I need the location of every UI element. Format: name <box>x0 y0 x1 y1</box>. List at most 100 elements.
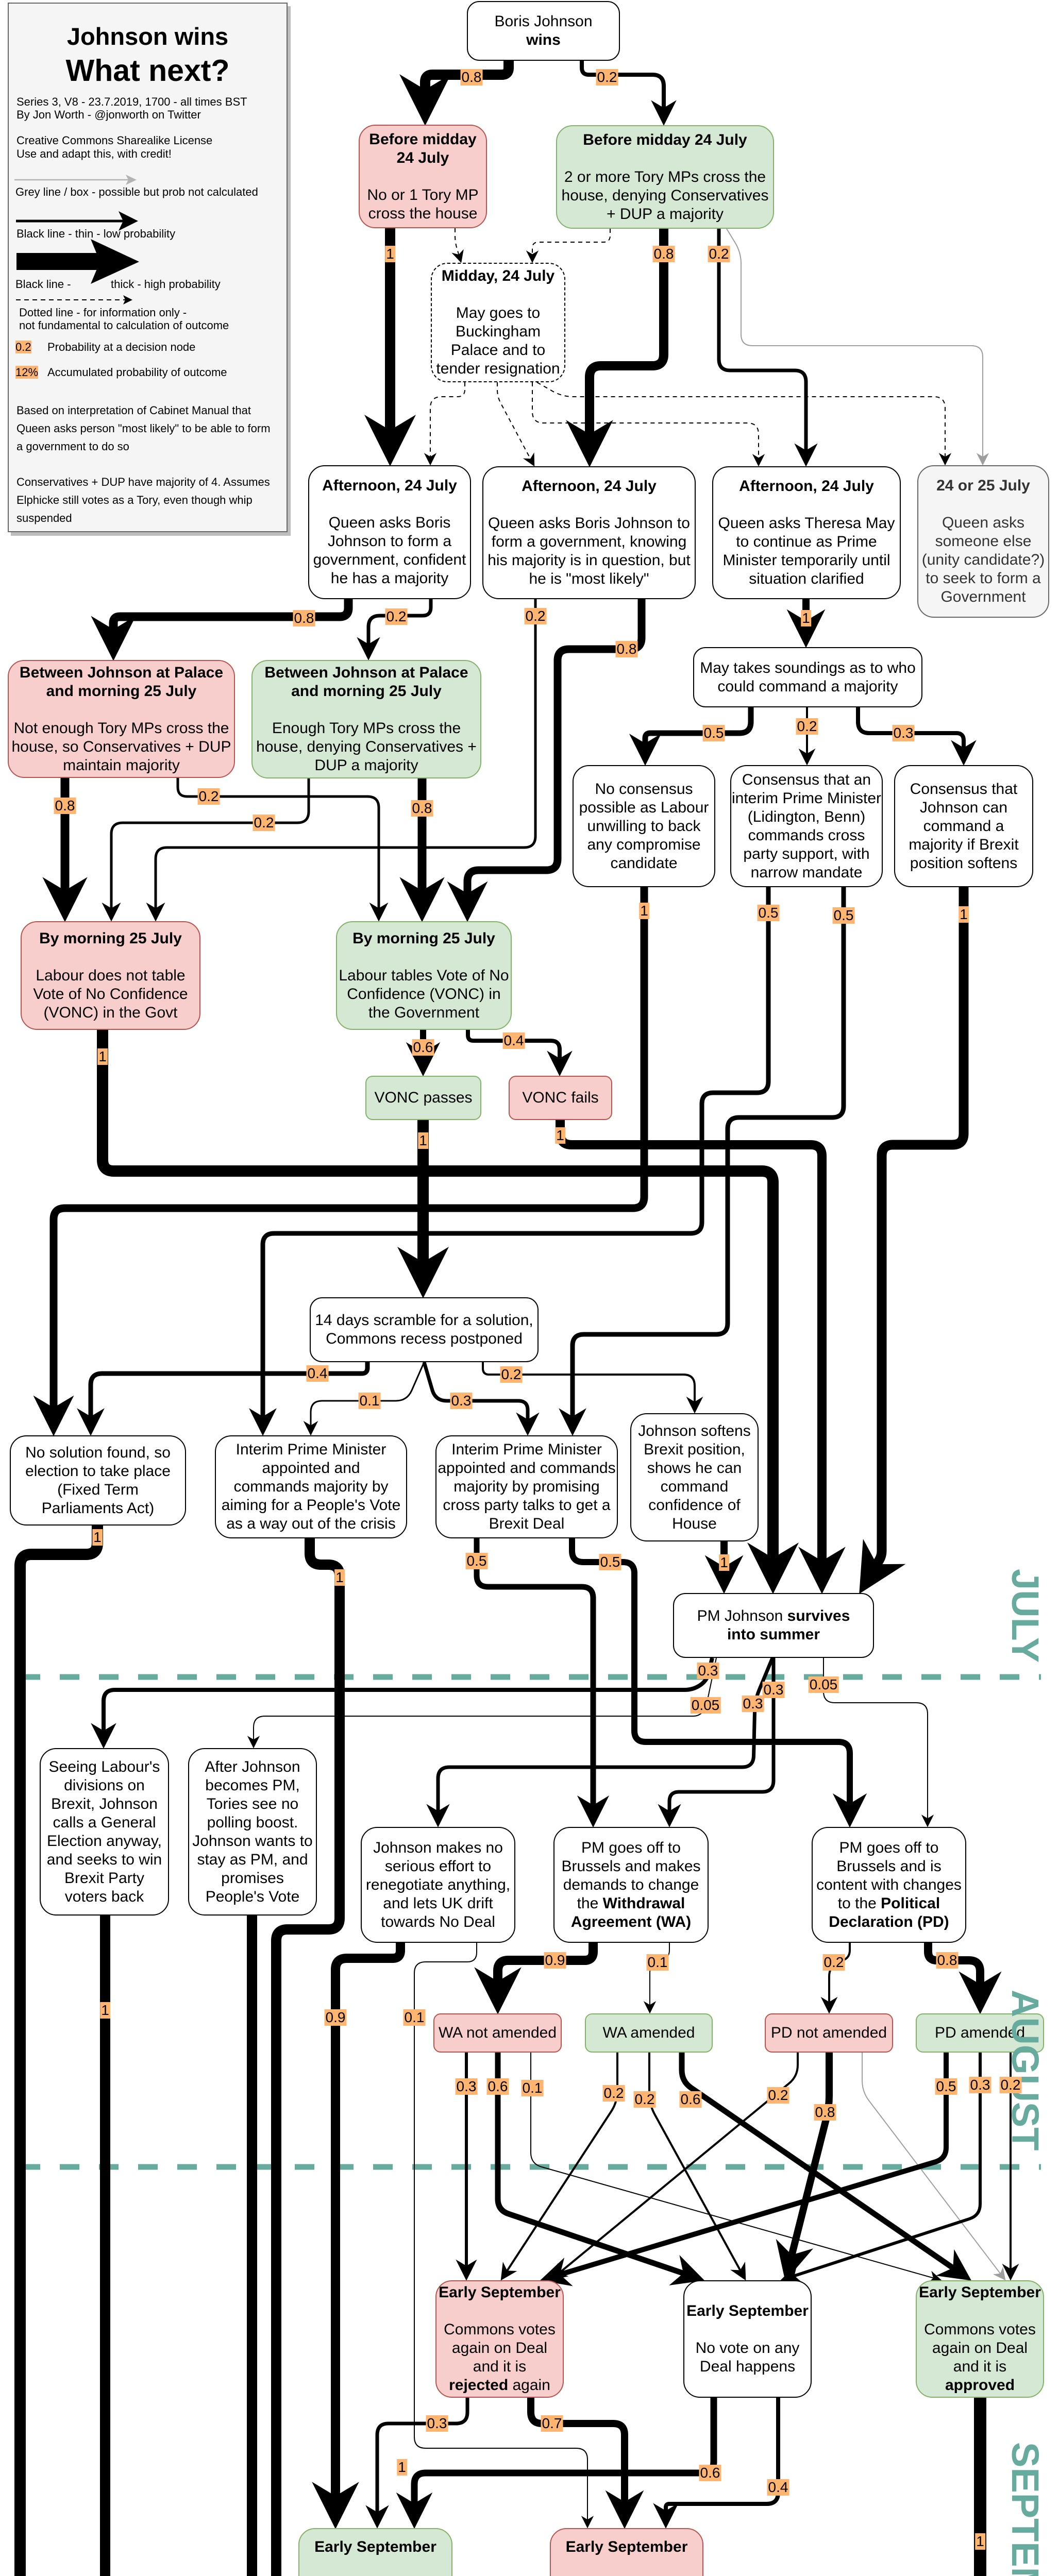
probability-label: 0.2 <box>796 718 818 735</box>
node-may-soundings: May takes soundings as to who could comm… <box>693 647 922 707</box>
node-body-end: again <box>508 2377 550 2394</box>
probability-label: 1 <box>959 906 969 923</box>
node-body: VONC passes <box>374 1089 473 1106</box>
probability-label: 0.3 <box>450 1393 473 1409</box>
probability-label: 1 <box>92 1529 103 1546</box>
node-title: Before midday 24 July <box>369 130 477 166</box>
node-title: Early September <box>565 2538 688 2555</box>
probability-label: 0.8 <box>54 798 76 814</box>
legend-license: Creative Commons Sharealike License <box>16 134 213 147</box>
node-body: Interim Prime Minister appointed and com… <box>221 1441 401 1532</box>
probability-label: 0.6 <box>679 2091 702 2108</box>
probability-label: 1 <box>100 2002 110 2019</box>
node-body-bold: approved <box>945 2377 1015 2394</box>
probability-label: 0.2 <box>999 2077 1022 2093</box>
probability-label: 0.5 <box>465 1553 488 1569</box>
edge-sept_deal_rejected-to-sept_majority_holds <box>527 2398 644 2529</box>
node-wa-amended: WA amended <box>585 2013 713 2053</box>
node-text: 14 days scramble for a solution, Commons… <box>315 1311 533 1348</box>
legend-thick-line-text-start: Black line - <box>15 278 71 291</box>
node-body: PM goes off to Brussels and makes demand… <box>561 1839 701 1912</box>
node-text: Early SeptemberNot Enough Tory MPs cross… <box>553 2538 700 2576</box>
node-consensus-interim-pm: Consensus that an interim Prime Minister… <box>730 765 883 887</box>
node-text: After Johnson becomes PM, Tories see no … <box>192 1758 312 1906</box>
edge-interim_cross_party-to-pm_brussels_wa <box>474 1538 610 1828</box>
node-consensus-johnson: Consensus that Johnson can command a maj… <box>894 765 1033 887</box>
probability-label: 0.2 <box>633 2091 656 2108</box>
probability-label: 0.2 <box>500 1366 523 1383</box>
node-title: Early September <box>439 2284 561 2301</box>
edge-afternoon_confident-to-between_majority_kept <box>91 599 353 661</box>
node-body: PD amended <box>934 2024 1026 2041</box>
edge-johnson_survives-to-pm_brussels_pd <box>823 1658 934 1827</box>
probability-label: 0.2 <box>596 69 618 86</box>
edge-pm_brussels_pd-to-pd_not_amended <box>820 1943 851 2014</box>
month-label-august: AUGUST <box>1004 1990 1047 2151</box>
node-wa-not-amended: WA not amended <box>433 2013 562 2053</box>
thin-arrow-sample <box>16 211 138 231</box>
node-body-bold: wins <box>526 31 561 48</box>
probability-label: 0.8 <box>615 641 638 657</box>
node-body: No consensus possible as Labour unwillin… <box>579 780 709 872</box>
edge-no_solution-to-outcome_general_election <box>14 1526 103 2576</box>
probability-label: 0.9 <box>324 2009 347 2026</box>
edge-no_consensus-to-no_solution <box>33 887 648 1436</box>
probability-label: 0.3 <box>969 2077 991 2093</box>
node-body: Johnson softens Brexit position, shows h… <box>638 1422 751 1532</box>
node-text: Interim Prime Minister appointed and com… <box>222 1440 401 1533</box>
edge-before_midday_no_cross-to-midday <box>451 228 464 263</box>
edge-scramble-to-interim_cross_party <box>422 1362 540 1436</box>
node-pm-brussels-pd: PM goes off to Brussels and is content w… <box>812 1827 966 1943</box>
legend-accumulated-sample: 12% <box>15 366 39 379</box>
edge-johnson_no_effort-to-sept_majority_holds <box>414 1943 594 2529</box>
probability-label: 0.4 <box>502 1032 525 1049</box>
edge-start-to-before_midday_cross <box>580 61 677 126</box>
probability-label: 0.2 <box>197 788 220 805</box>
node-between-majority-lost: Between Johnson at Palace and morning 25… <box>251 660 481 778</box>
probability-label: 0.2 <box>253 815 275 831</box>
node-between-majority-kept: Between Johnson at Palace and morning 25… <box>8 660 235 778</box>
probability-label: 0.1 <box>521 2080 544 2096</box>
dotted-arrow-sample <box>16 295 132 304</box>
probability-label: 0.2 <box>767 2087 789 2104</box>
node-body: Not enough Tory MPs cross the house, so … <box>11 719 231 774</box>
probability-label: 1 <box>719 1554 729 1571</box>
node-body: WA not amended <box>438 2024 557 2041</box>
node-johnson-no-effort: Johnson makes no serious effort to reneg… <box>361 1827 515 1943</box>
node-body: After Johnson becomes PM, Tories see no … <box>192 1758 313 1905</box>
edge-midday-to-afternoon_confident <box>424 382 465 466</box>
node-body: May goes to Buckingham Palace and to ten… <box>436 304 560 377</box>
edge-scramble-to-no_solution <box>77 1362 370 1436</box>
edge-consensus_johnson-to-johnson_survives <box>859 887 969 1594</box>
probability-label: 0.1 <box>646 1954 669 1971</box>
node-title: Early September <box>314 2538 436 2555</box>
node-body: 2 or more Tory MPs cross the house, deny… <box>561 168 769 223</box>
probability-label: 0.1 <box>403 2009 426 2026</box>
node-text: Johnson makes no serious effort to reneg… <box>366 1839 510 1931</box>
node-body: Queen asks someone else (unity candidate… <box>921 514 1045 605</box>
node-body: Labour does not table Vote of No Confide… <box>33 967 188 1021</box>
edge-consensus_interim_pm-to-interim_peoples_vote <box>249 887 771 1436</box>
legend-author: By Jon Worth - @jonworth on Twitter <box>16 108 201 121</box>
probability-label: 0.3 <box>455 2078 478 2095</box>
node-title: Between Johnson at Palace and morning 25… <box>264 664 468 700</box>
node-interim-pm-cross-party: Interim Prime Minister appointed and com… <box>435 1435 618 1538</box>
node-body: PD not amended <box>770 2024 887 2041</box>
node-body-bold: Withdrawal Agreement (WA) <box>570 1894 692 1930</box>
legend-subtitle: What next? <box>65 54 230 88</box>
edge-pd_amended-to-sept_deal_rejected <box>540 2053 949 2286</box>
node-text: Boris Johnson wins <box>494 12 592 49</box>
probability-label: 1 <box>975 2533 985 2550</box>
node-body: May takes soundings as to who could comm… <box>700 659 916 695</box>
probability-label: 1 <box>397 2459 407 2476</box>
node-body-bold: Political Declaration (PD) <box>829 1894 949 1930</box>
node-text: Johnson softens Brexit position, shows h… <box>638 1422 750 1533</box>
grey-arrow-sample <box>14 175 137 185</box>
edge-johnson_no_effort-to-sept_majority_denied <box>312 1943 405 2529</box>
